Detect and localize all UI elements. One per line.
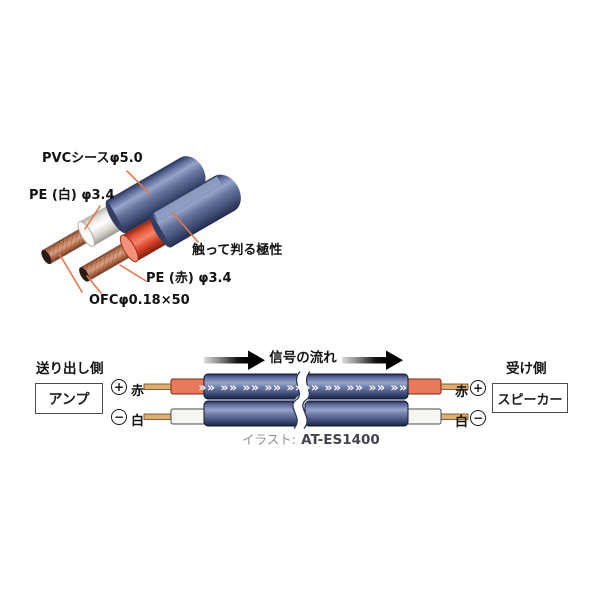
cable-right-bottom-tube [304,400,409,427]
send-side-title: 送り出し側 [36,361,104,377]
red-conductor [79,174,241,282]
signal-arrow-left [204,350,265,370]
red-wire-label: 赤 [131,384,145,399]
caption-prefix: イラスト: [242,432,296,447]
pe-red-label: PE (赤) φ3.4 [146,271,232,286]
cable-cross-section-illustration [41,156,241,282]
copper-tip [79,267,90,282]
signal-arrow-right [342,350,403,370]
speaker-box: スピーカー [492,383,568,413]
copper-tip [41,249,52,265]
leader-line-pe-white [84,205,101,230]
wire-left-white [143,413,175,420]
signal-flow-illustration: »» »» »» »» »» »» »» »» »» »» [143,350,469,434]
leader-line-ofc-red [86,275,102,294]
pe-red-cut-face [119,234,139,263]
ofc-label: OFCφ0.18×50 [89,293,190,308]
red-wire-label: 赤 [455,385,469,400]
cable-left-bottom-tube [203,400,302,427]
amp-label: アンプ [48,391,90,408]
white-wire-label: 白 [131,414,145,429]
illustration-caption: イラスト: AT-ES1400 [242,429,380,448]
white-tip-right [405,408,442,425]
amp-box: アンプ [35,383,103,414]
pe-white-cut-face [77,221,95,247]
plus-terminal-icon: + [470,380,486,396]
chevrons-right: »» »» »» »» »» [302,380,407,395]
leader-line-pe-red [119,264,147,282]
speaker-label: スピーカー [497,392,563,408]
chevrons-left: »» »» »» »» »» [198,380,303,395]
white-tip-left [170,408,207,425]
copper-strand-texture [80,239,137,282]
red-tip-right [405,378,442,395]
wire-left-red [143,383,175,390]
minus-terminal-icon: − [470,410,486,426]
polarity-ridge-facet [153,176,222,221]
plus-terminal-icon: + [111,379,127,395]
pe-white-label: PE (白) φ3.4 [29,188,115,203]
leader-lines [59,170,199,294]
white-conductor [41,156,206,265]
leader-line-ofc-white [59,254,83,293]
cable-break-mark [292,366,311,434]
receive-side-title: 受け側 [506,361,547,377]
pvc-sheath-label: PVCシースφ5.0 [42,151,143,166]
signal-flow-label: 信号の流れ [269,350,337,366]
polarity-label: 触って判る極性 [192,243,283,258]
white-wire-label: 白 [455,415,469,430]
leader-line-polarity [171,211,199,243]
minus-terminal-icon: − [111,409,127,425]
leader-line-pvc [126,170,150,194]
caption-model: AT-ES1400 [301,432,380,448]
pvc-sheath-end [174,156,206,192]
